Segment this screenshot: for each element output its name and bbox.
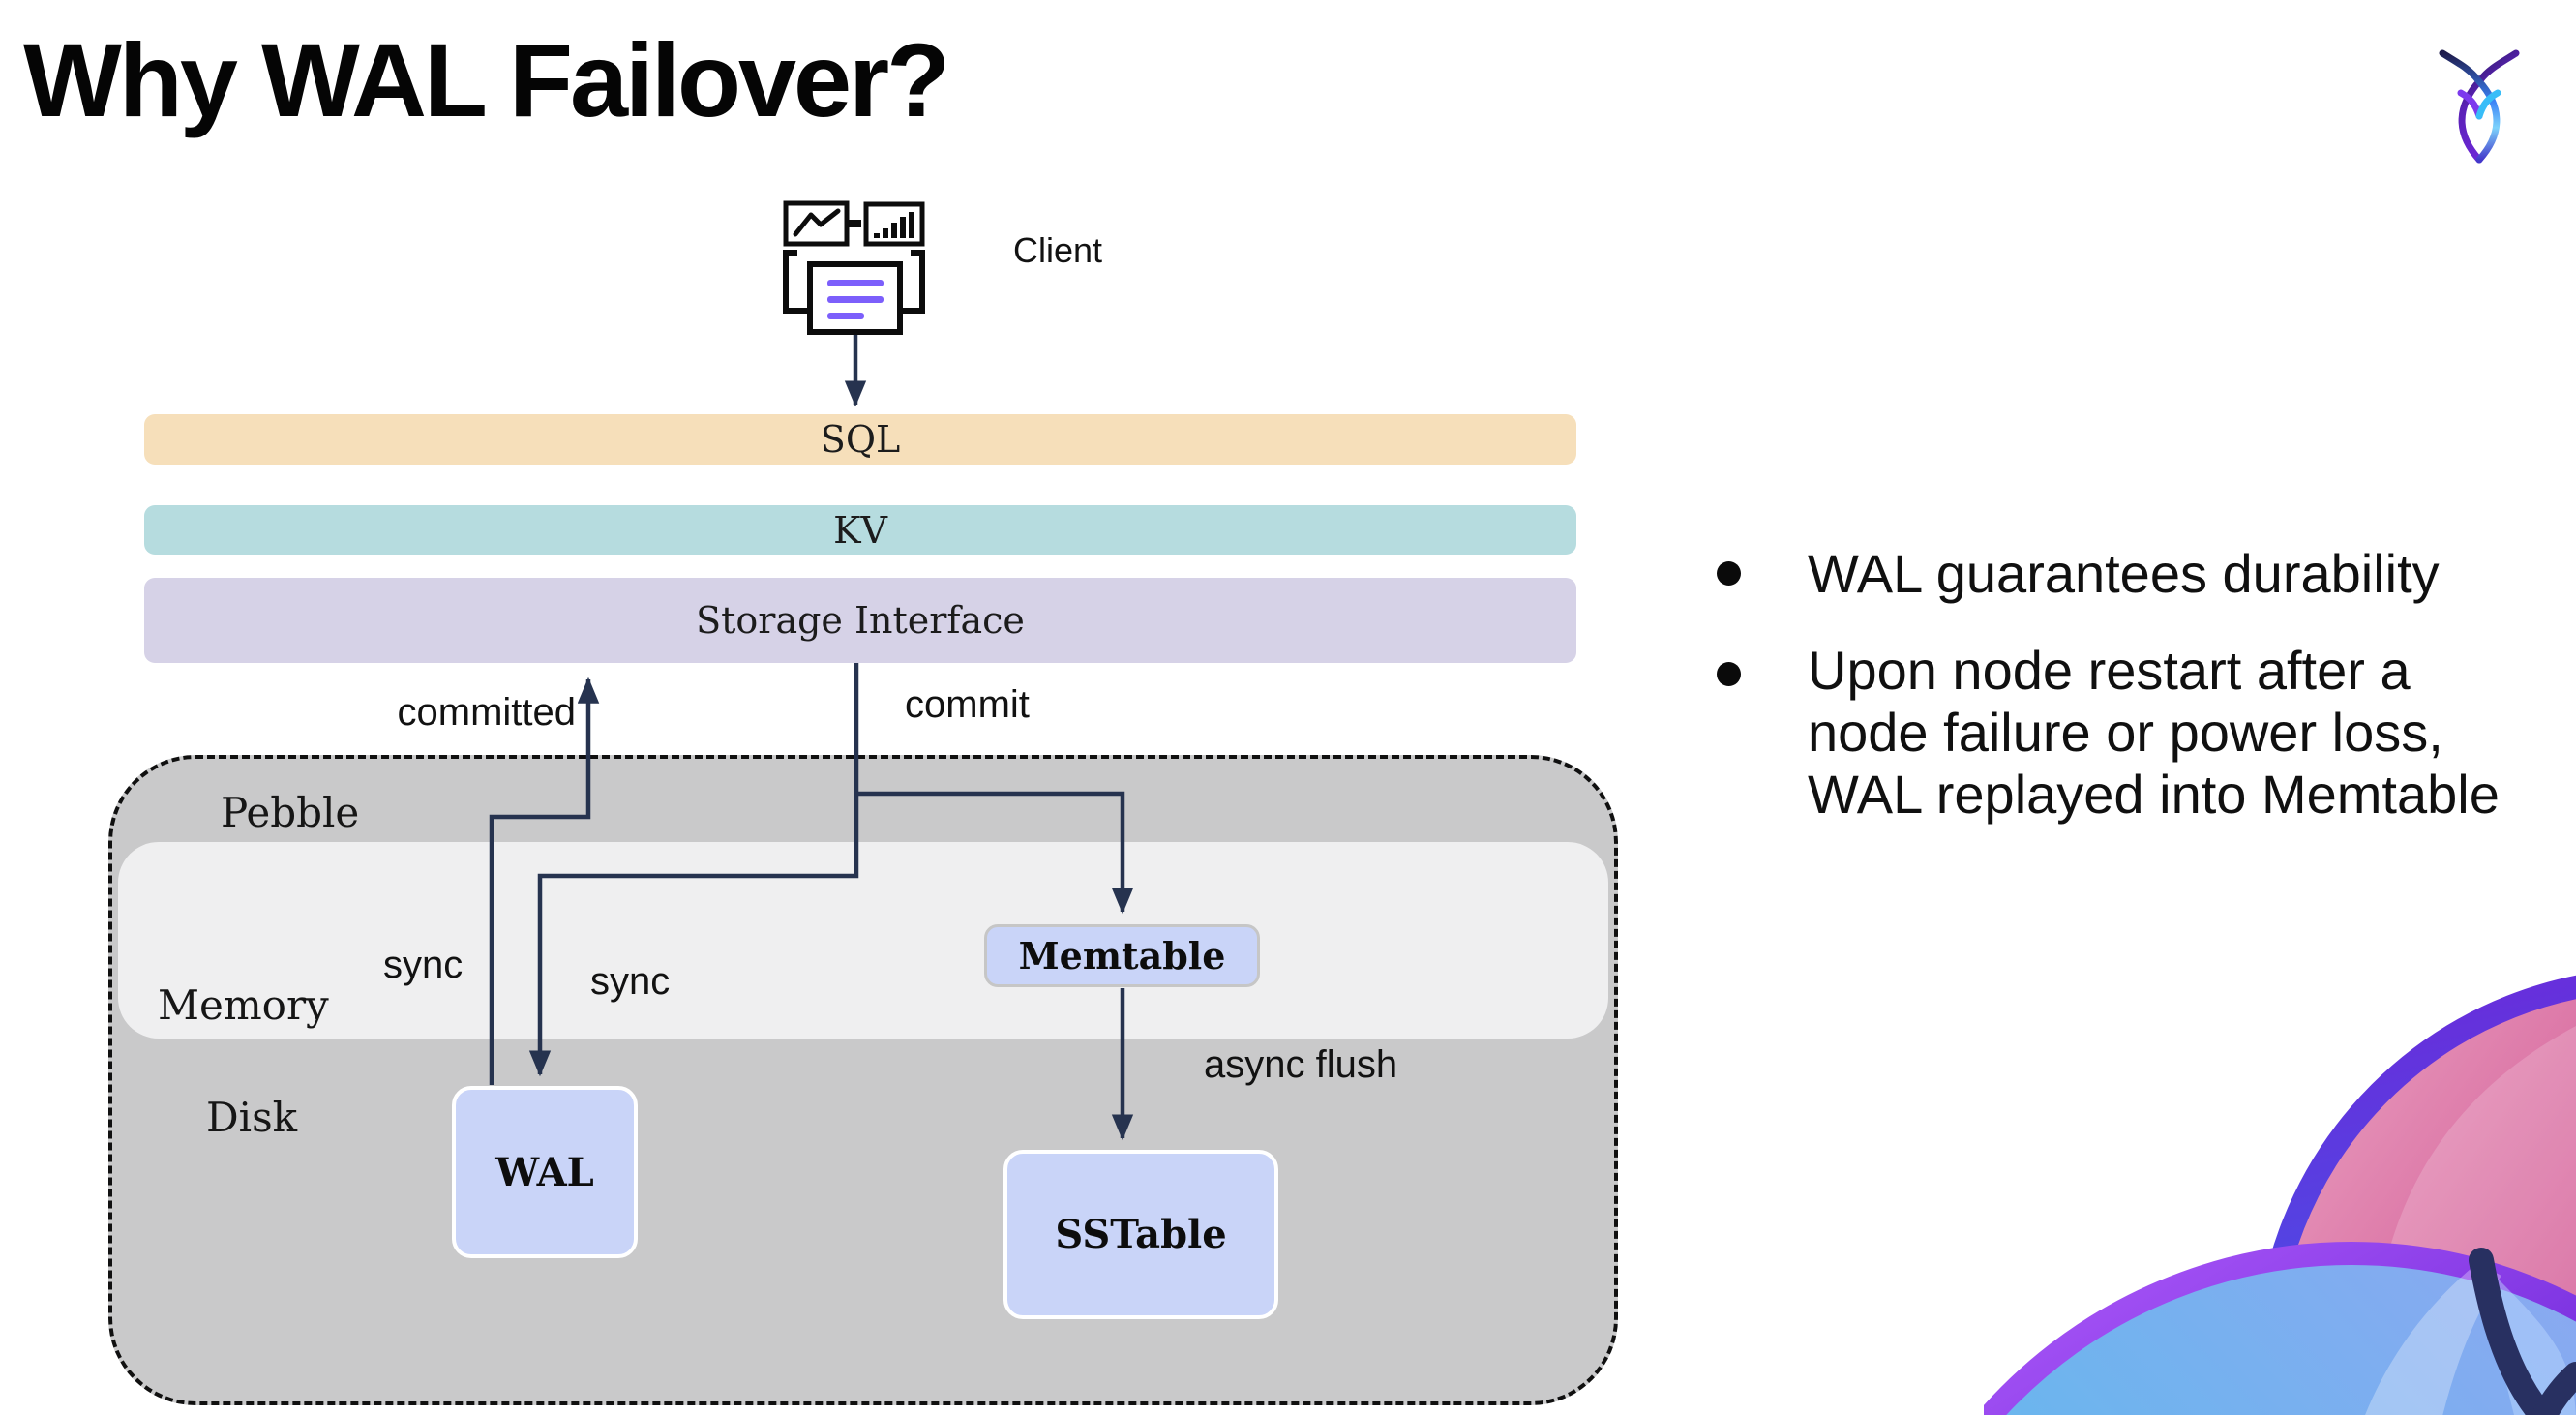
bullet-dot (1717, 561, 1741, 586)
commit-to-wal-arrow (528, 662, 859, 1077)
storage-interface-label: Storage Interface (696, 599, 1025, 642)
async-flush-edge-label: async flush (1204, 1043, 1398, 1086)
client-label: Client (1013, 230, 1103, 270)
memtable-node-label: Memtable (1018, 934, 1226, 978)
bullet-item-2-line-2: node failure or power loss, (1808, 702, 2443, 763)
sync-down-edge-label: sync (590, 960, 671, 1003)
sql-layer-bar: SQL (144, 414, 1576, 465)
client-document-icon (783, 250, 925, 335)
pebble-label: Pebble (221, 789, 360, 836)
committed-edge-label: committed (397, 691, 577, 734)
kv-layer-bar: KV (144, 505, 1576, 555)
sql-layer-label: SQL (820, 418, 901, 461)
bullet-item-2-line-3: WAL replayed into Memtable (1808, 764, 2500, 825)
disk-label: Disk (206, 1094, 298, 1141)
wal-node-label: WAL (495, 1149, 594, 1195)
memory-label: Memory (158, 981, 329, 1029)
memory-band (118, 842, 1608, 1039)
bullet-item-1: WAL guarantees durability (1808, 543, 2440, 604)
cockroachdb-logo-icon (2439, 49, 2520, 164)
slide-title: Why WAL Failover? (23, 21, 950, 138)
commit-to-memtable-arrow (856, 791, 1134, 915)
commit-edge-label: commit (905, 683, 1030, 726)
brand-art-graphic (1984, 975, 2576, 1415)
client-charts-icon (783, 200, 925, 247)
bullet-item-2-line-1: Upon node restart after a (1808, 640, 2411, 701)
sstable-node: SSTable (1003, 1150, 1278, 1319)
storage-interface-bar: Storage Interface (144, 578, 1576, 663)
wal-node: WAL (452, 1086, 638, 1258)
sync-up-edge-label: sync (383, 944, 464, 986)
kv-layer-label: KV (833, 508, 887, 552)
committed-arrow (489, 677, 600, 1085)
memtable-node: Memtable (984, 924, 1260, 987)
sstable-node-label: SSTable (1055, 1212, 1227, 1257)
bullet-dot (1717, 662, 1741, 686)
